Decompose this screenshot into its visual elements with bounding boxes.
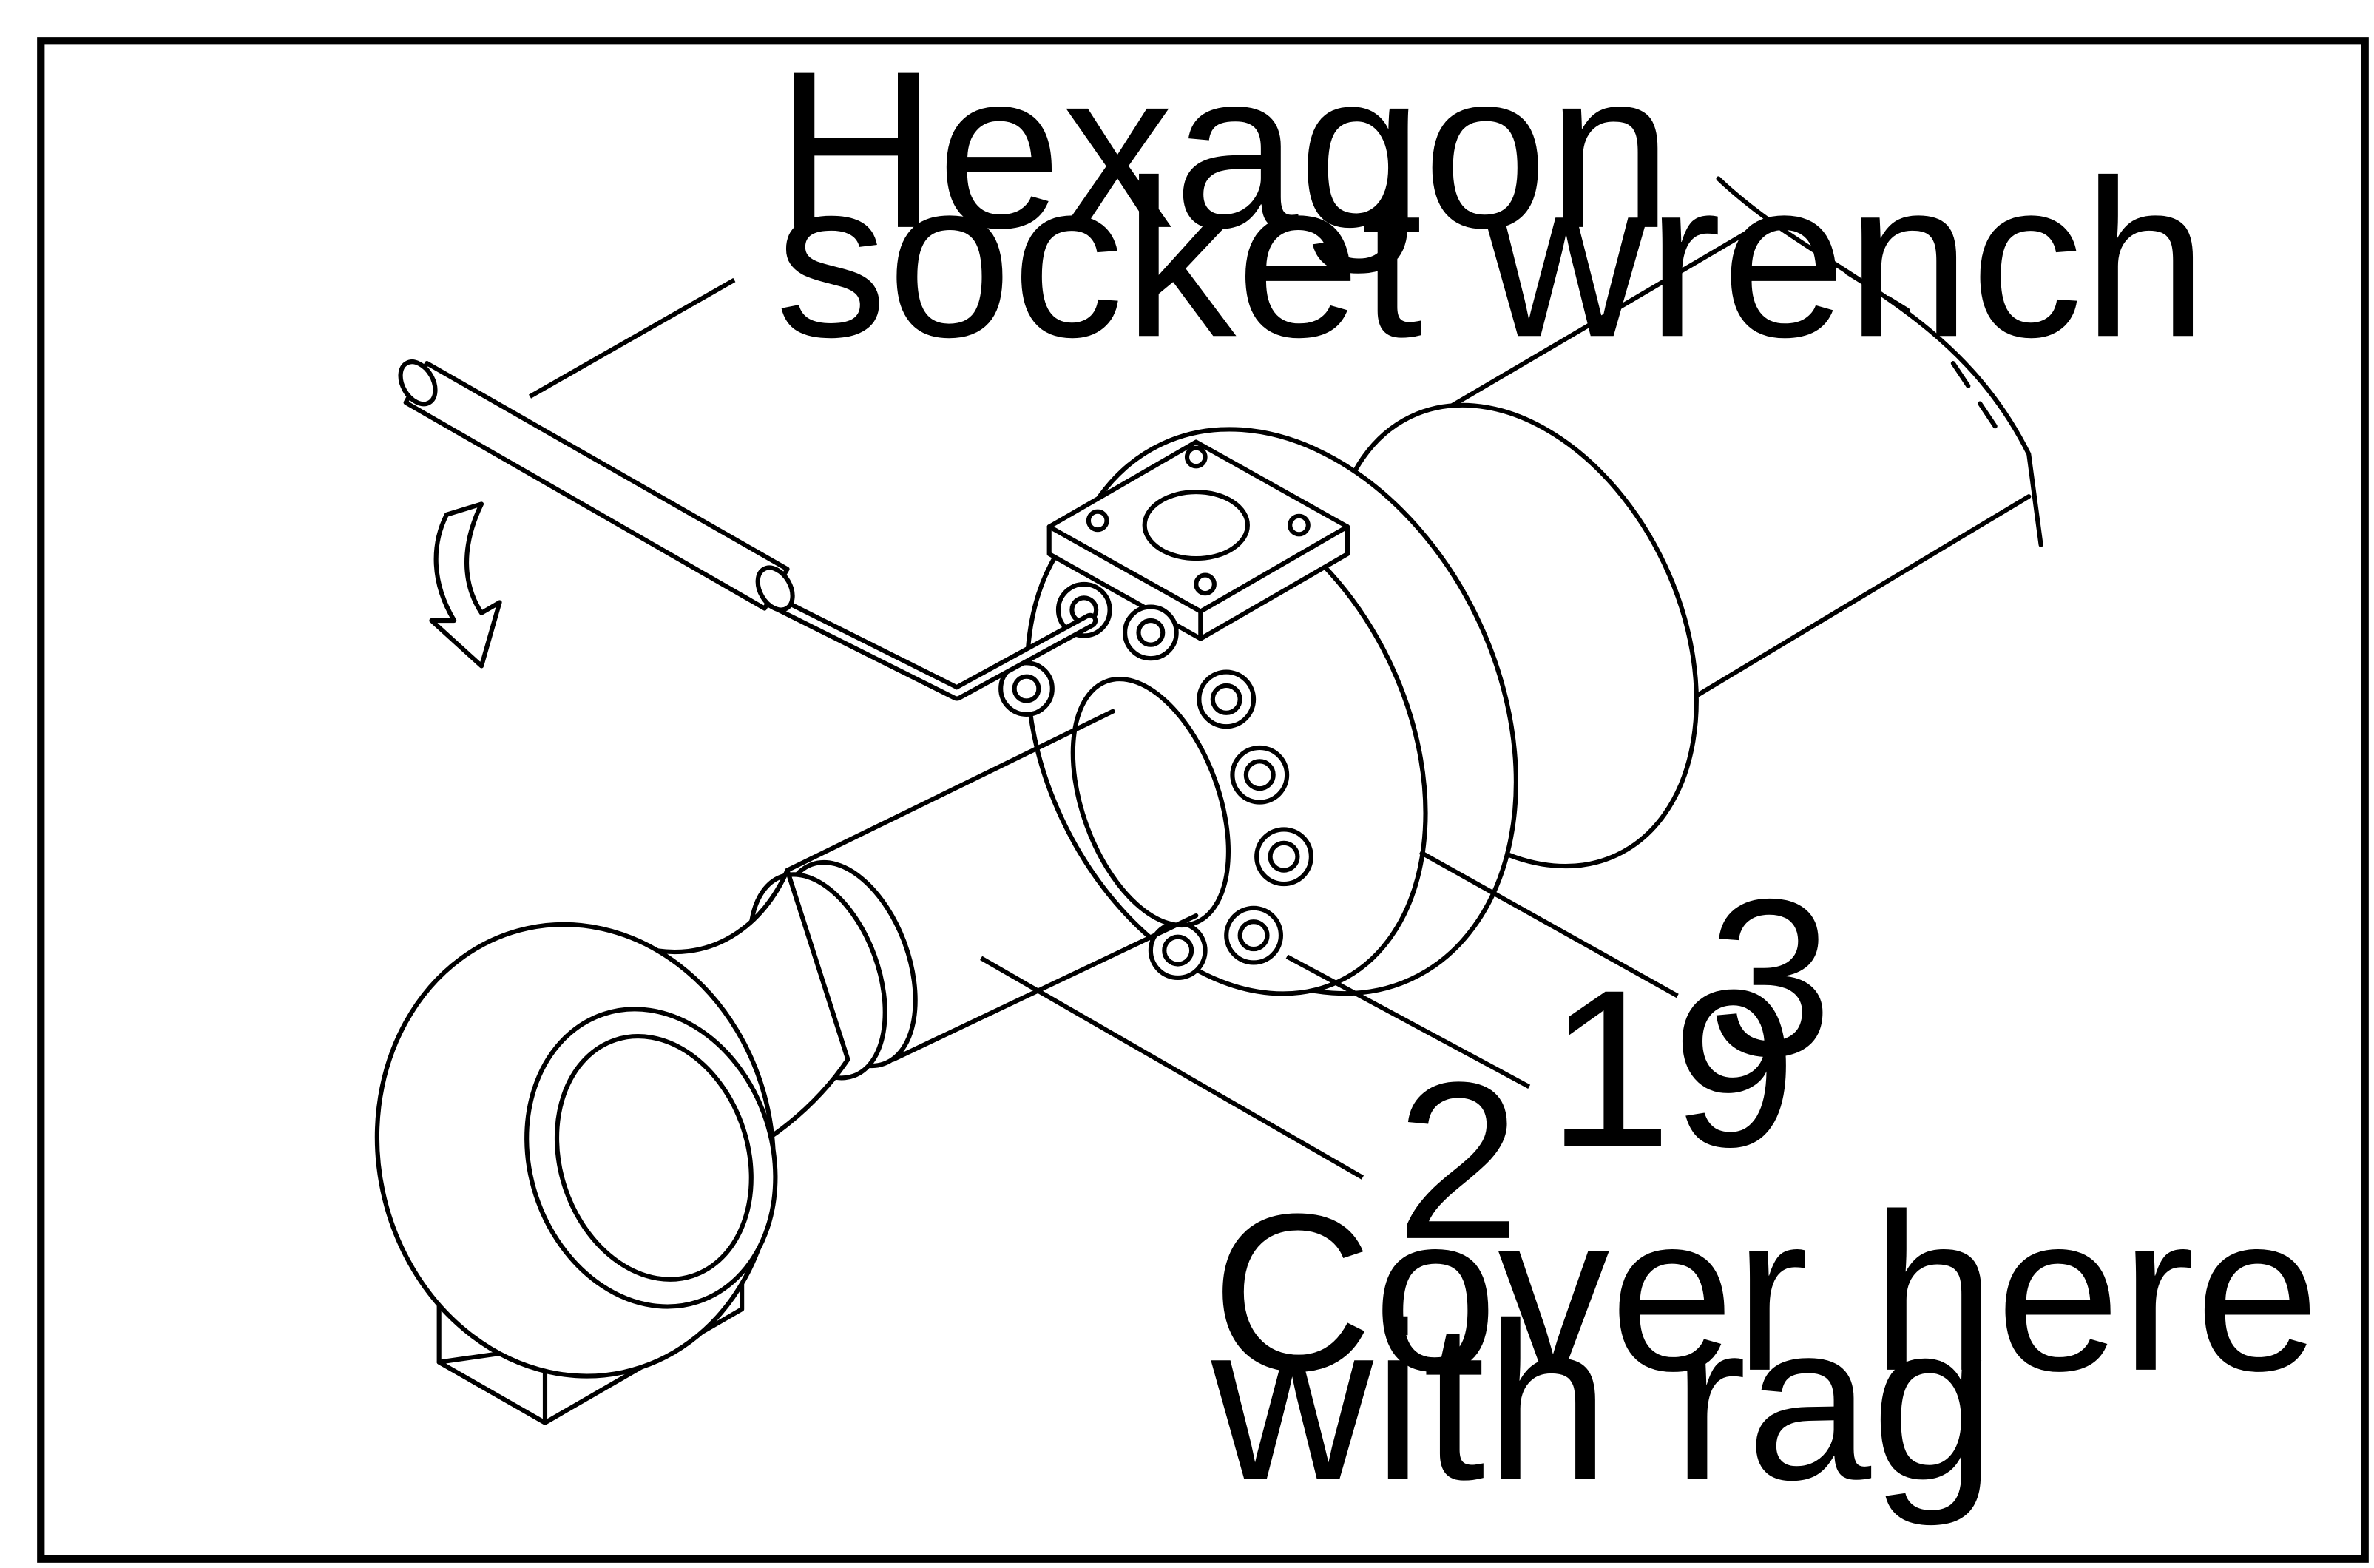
bolt: [998, 660, 1055, 717]
label-with-rag: with rag: [1208, 1277, 1996, 1527]
diagram-frame: [37, 37, 2369, 1563]
leader-3: [1418, 850, 1679, 998]
label-cover-here: Cover here: [1211, 1168, 2320, 1418]
bolt: [1230, 745, 1290, 805]
bolt: [1122, 604, 1179, 661]
bolt: [1197, 669, 1257, 729]
bolt: [1254, 827, 1313, 887]
leader-wrench: [528, 277, 736, 399]
leader-lines: [528, 277, 1679, 1180]
part-number-3: 3: [1708, 853, 1833, 1103]
label-socket-wrench: socket wrench: [775, 134, 2208, 384]
part-number-19: 19: [1547, 944, 1796, 1194]
bolt: [1148, 921, 1208, 980]
leader-19: [1285, 954, 1531, 1089]
leader-2: [980, 956, 1364, 1180]
hex-socket-bolts: [998, 581, 1313, 980]
part-number-2: 2: [1396, 1036, 1521, 1286]
bolt: [1224, 905, 1283, 965]
hexagon-socket-wrench: [398, 359, 1098, 701]
rod-eye: [374, 868, 850, 1425]
label-hexagon: Hexagon: [775, 25, 1672, 276]
curved-arrow-icon: [429, 501, 502, 669]
